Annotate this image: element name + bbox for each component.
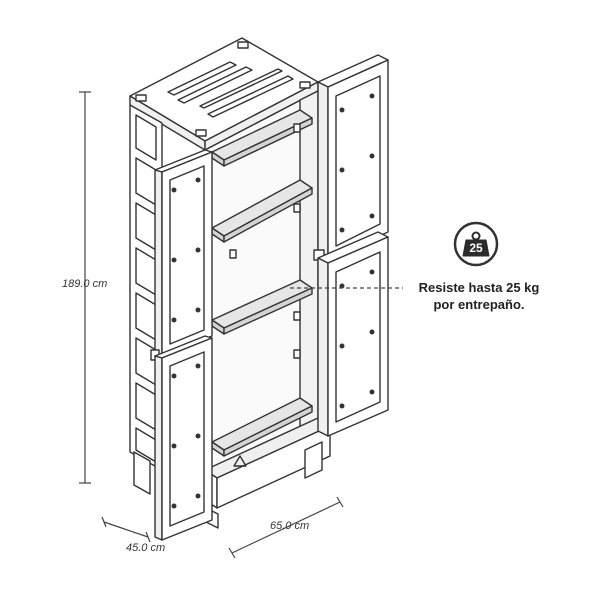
shelf-2 xyxy=(211,179,313,243)
load-note-line2: por entrepaño. xyxy=(433,297,525,312)
width-label: 65.0 cm xyxy=(270,520,310,532)
height-label: 189.0 cm xyxy=(62,278,108,290)
weight-badge-value: 25 xyxy=(469,241,483,255)
right-lower-door xyxy=(317,231,389,437)
depth-dimension-line xyxy=(101,516,151,543)
left-lower-door xyxy=(154,335,213,541)
load-note-line1: Resiste hasta 25 kg xyxy=(418,280,540,295)
weight-icon xyxy=(453,221,499,267)
left-upper-door xyxy=(150,149,213,361)
shelf-4 xyxy=(211,397,313,457)
load-capacity-note: Resiste hasta 25 kg por entrepaño. xyxy=(404,279,554,313)
cabinet-left-side xyxy=(129,104,163,495)
height-dimension-line xyxy=(79,91,91,484)
shelf-1 xyxy=(211,109,313,167)
right-upper-door xyxy=(313,54,389,261)
depth-label: 45.0 cm xyxy=(126,542,166,554)
shelf-supports xyxy=(229,123,301,359)
width-dimension-line xyxy=(228,496,344,559)
